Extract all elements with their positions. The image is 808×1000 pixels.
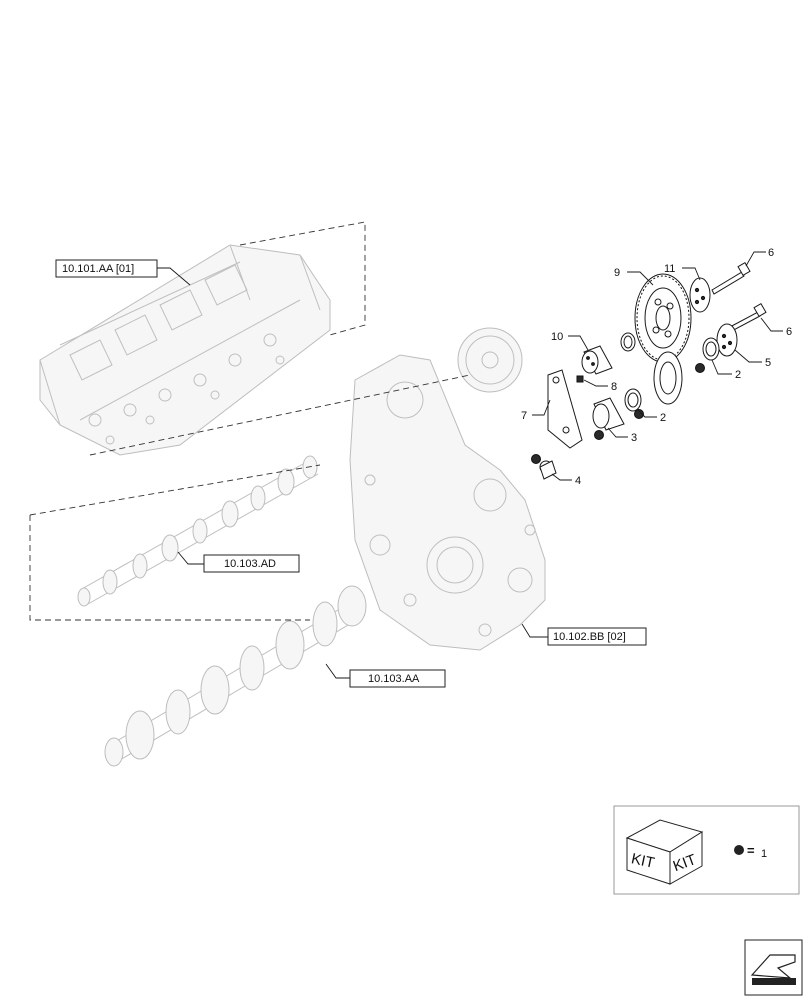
ref-label-camshaft: 10.103.AD bbox=[224, 558, 276, 570]
callout-6-upper: 6 bbox=[768, 247, 774, 259]
bolt-6-upper bbox=[711, 261, 751, 295]
shaft-3 bbox=[592, 397, 625, 431]
ref-box-timing-housing[interactable]: 10.102.BB [02] bbox=[521, 623, 647, 646]
ref-label-cylinder-head: 10.101.AA [01] bbox=[62, 263, 134, 275]
kit-word-left: KIT bbox=[630, 850, 656, 871]
bracket-7 bbox=[547, 369, 583, 449]
camshaft-ghost bbox=[77, 455, 319, 607]
callout-5: 5 bbox=[765, 357, 771, 369]
callout-8: 8 bbox=[611, 381, 617, 393]
previous-page-arrow-icon[interactable] bbox=[744, 939, 803, 996]
kit-word-right: KIT bbox=[671, 851, 699, 875]
screw-8 bbox=[576, 375, 584, 383]
callout-6-lower: 6 bbox=[786, 326, 792, 338]
idler-gear-9 bbox=[634, 273, 692, 363]
callout-10: 10 bbox=[551, 331, 563, 343]
callout-2-upper: 2 bbox=[735, 369, 741, 381]
shaft-10 bbox=[581, 345, 613, 375]
bushing-2-upper bbox=[702, 337, 720, 361]
kit-equals: = bbox=[747, 843, 755, 858]
callout-3: 3 bbox=[631, 432, 637, 444]
kit-cube-icon: KIT KIT bbox=[625, 819, 704, 885]
callout-9: 9 bbox=[614, 267, 620, 279]
callout-4: 4 bbox=[575, 475, 581, 487]
thrust-plate-5 bbox=[716, 323, 738, 357]
ref-box-camshaft[interactable]: 10.103.AD bbox=[177, 551, 300, 573]
reference-dashed-lines bbox=[29, 221, 471, 621]
callout-2-lower: 2 bbox=[660, 412, 666, 424]
callout-11: 11 bbox=[664, 263, 675, 275]
spacer-ring bbox=[620, 332, 636, 352]
dowel-4 bbox=[539, 460, 557, 480]
kit-dot-icon bbox=[734, 845, 744, 855]
ref-label-crankshaft: 10.103.AA bbox=[368, 673, 420, 685]
ref-label-timing-housing: 10.102.BB [02] bbox=[553, 631, 626, 643]
kit-legend: KIT KIT = 1 bbox=[613, 805, 800, 895]
crankshaft-ghost bbox=[104, 585, 367, 767]
callout-7: 7 bbox=[521, 410, 527, 422]
ref-box-crankshaft[interactable]: 10.103.AA bbox=[325, 663, 446, 688]
cylinder-head-ghost bbox=[39, 244, 331, 456]
kit-marker-dots bbox=[531, 363, 705, 464]
callout-leaders bbox=[532, 251, 783, 481]
thrust-plate-11 bbox=[689, 277, 711, 313]
timing-housing-ghost bbox=[349, 327, 546, 651]
callouts: 9 11 6 6 10 5 2 8 7 2 3 4 bbox=[521, 247, 792, 487]
ref-box-cylinder-head[interactable]: 10.101.AA [01] bbox=[55, 259, 191, 286]
bushing-2-lower bbox=[624, 388, 642, 412]
gear-hub bbox=[653, 351, 683, 405]
kit-item-number: 1 bbox=[761, 848, 767, 860]
